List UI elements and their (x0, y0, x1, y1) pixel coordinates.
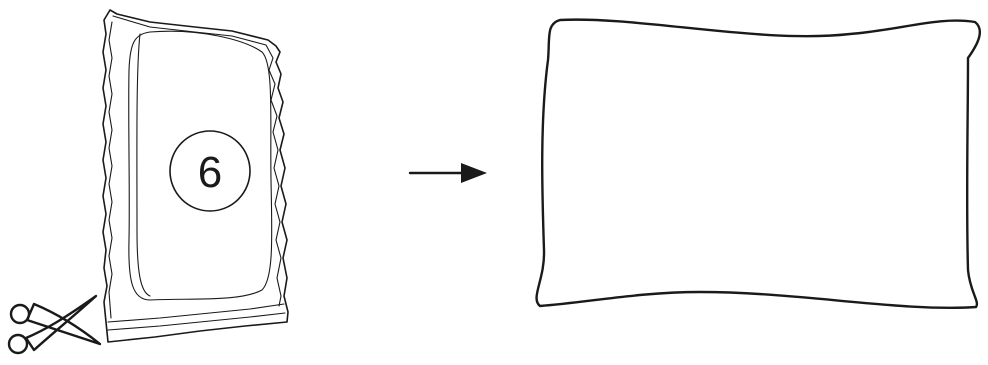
arrow-right-icon (410, 163, 487, 183)
bag-inner-pillow-edge (137, 34, 150, 296)
vacuum-bag-icon (103, 10, 288, 342)
step-badge: 6 (170, 131, 250, 211)
bag-edge (109, 16, 281, 318)
scissors-lower-handle (9, 335, 27, 353)
arrow-head (461, 163, 487, 183)
bag-outline (103, 10, 288, 342)
pillow-icon (537, 20, 980, 308)
scissors-icon (9, 296, 100, 353)
pillow-outline (537, 20, 980, 308)
bag-seal-line-2 (108, 313, 285, 330)
bag-seal-line-1 (108, 304, 284, 322)
step-number: 6 (198, 148, 222, 197)
